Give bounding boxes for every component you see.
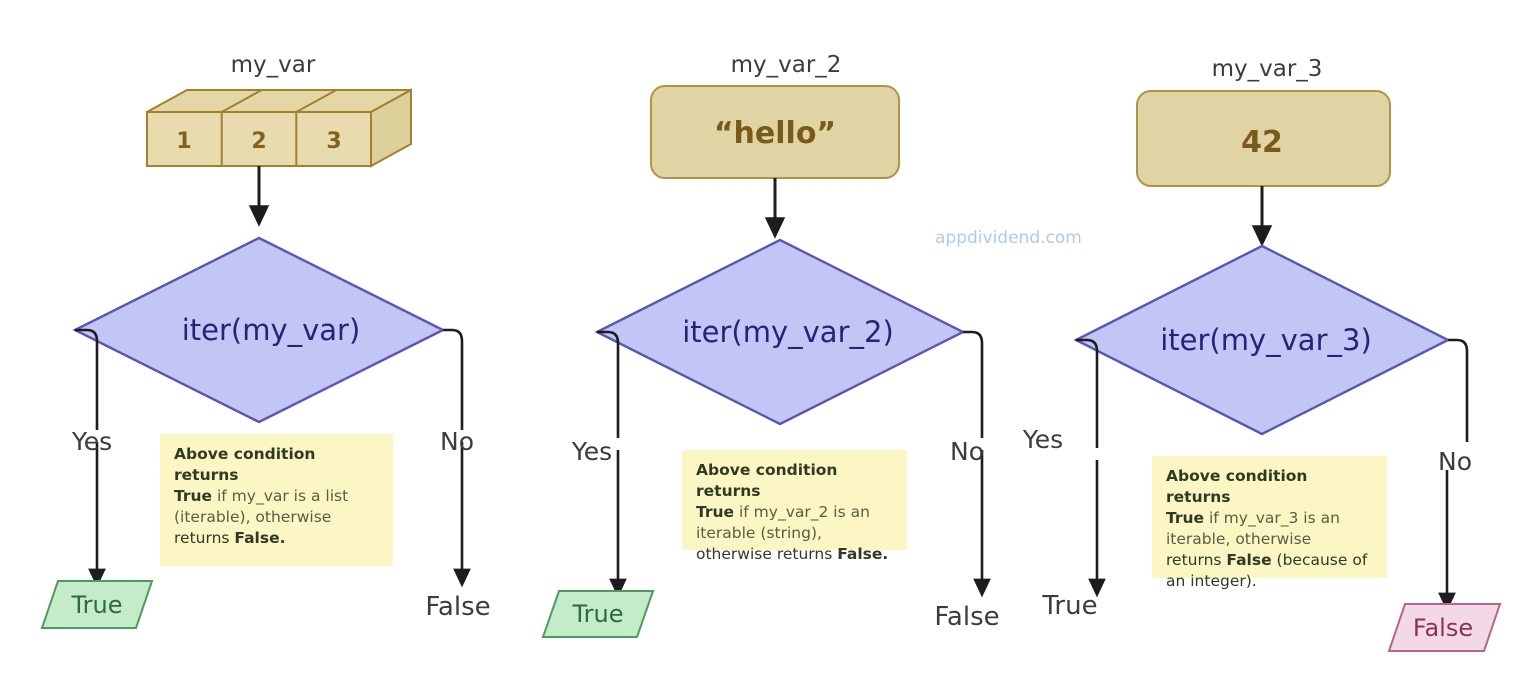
col1-true-parallelogram — [40, 580, 154, 629]
col1-no-elbow — [443, 328, 464, 430]
col1-decision-diamond — [72, 236, 446, 424]
col1-yes-label: Yes — [71, 427, 112, 456]
col1-decision-label: iter(my_var) — [182, 313, 361, 347]
col3-var-title: my_var_3 — [1212, 56, 1323, 82]
col2-var-title: my_var_2 — [731, 52, 842, 78]
col2-yes-label: Yes — [571, 437, 612, 466]
col1-list-box-3d: 1 2 3 — [146, 88, 412, 168]
box3d-top-divider-1 — [221, 89, 263, 113]
col3-true-label: True — [1041, 591, 1097, 621]
col3-decision-label: iter(my_var_3) — [1160, 323, 1372, 357]
col1-no-label: No — [440, 427, 474, 456]
watermark-label: appdividend.com — [935, 228, 1082, 248]
col2-no-elbow — [963, 330, 984, 438]
col2-decision-label: iter(my_var_2) — [682, 315, 894, 349]
col3-yes-elbow — [1076, 338, 1099, 448]
col3-yes-label: Yes — [1022, 425, 1063, 454]
col2-true-label: True — [572, 600, 624, 628]
col3-decision-diamond — [1073, 244, 1451, 436]
col3-no-elbow — [1448, 338, 1469, 442]
col3-false-parallelogram — [1387, 603, 1502, 652]
col3-false-label: False — [1413, 614, 1473, 642]
list-cell-value: 1 — [176, 129, 191, 154]
list-cell-value: 2 — [251, 129, 266, 154]
box3d-top-divider-2 — [295, 89, 337, 113]
col3-value-label: 42 — [1241, 125, 1283, 160]
col2-true-parallelogram — [541, 590, 655, 638]
col1-false-label: False — [425, 592, 490, 622]
col2-no-label: No — [950, 437, 984, 466]
col1-true-label: True — [71, 591, 123, 619]
box3d-top-face — [146, 89, 412, 113]
col1-yes-elbow — [75, 328, 99, 430]
col2-decision-diamond — [594, 238, 966, 426]
col3-no-label: No — [1438, 447, 1472, 476]
col2-yes-elbow — [597, 330, 620, 438]
list-cell-value: 3 — [326, 129, 341, 154]
col1-var-title: my_var — [231, 52, 316, 78]
col2-value-label: “hello” — [714, 116, 836, 151]
col2-false-label: False — [934, 602, 999, 632]
